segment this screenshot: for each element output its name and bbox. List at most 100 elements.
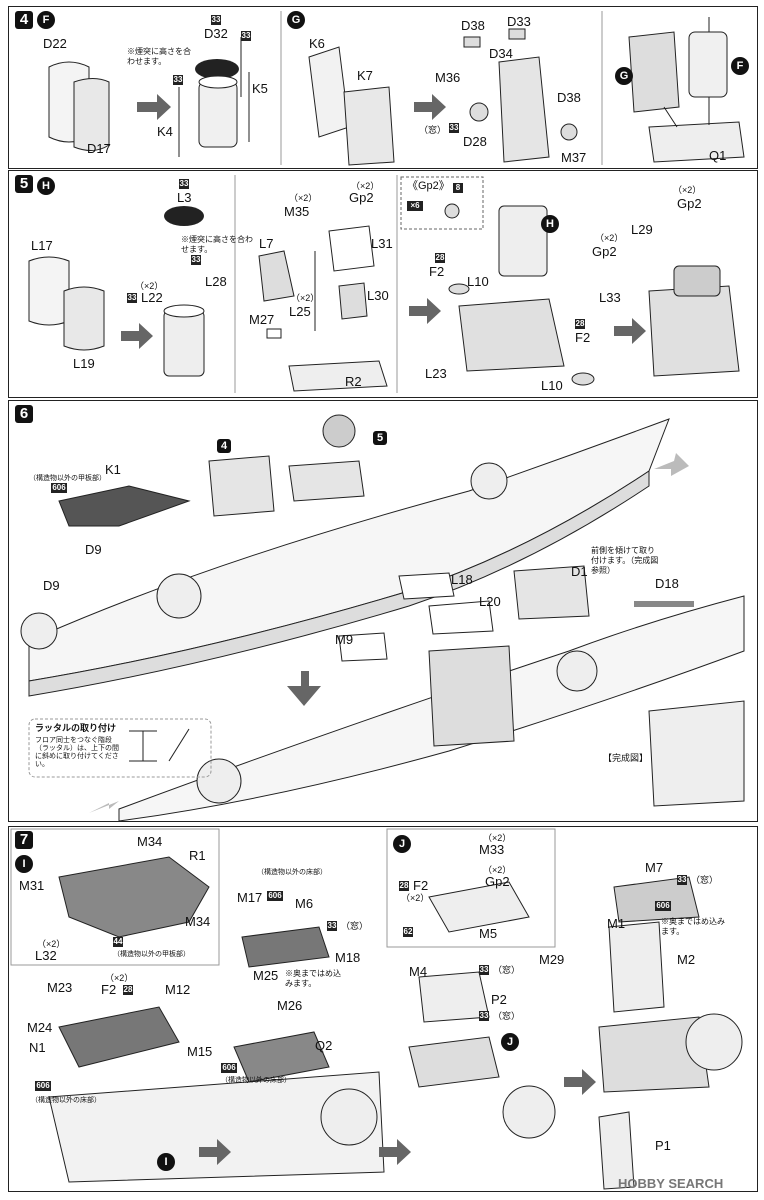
label-m34: M34 (137, 834, 163, 849)
label-q1: Q1 (709, 148, 727, 163)
label-d17: D17 (87, 141, 111, 156)
part-code: 33 (179, 179, 189, 189)
label-f2d: F2 (101, 982, 117, 997)
ladder-title: ラッタルの取り付け (35, 723, 117, 733)
label-m12: M12 (165, 982, 191, 997)
part-code: 606 (51, 483, 67, 493)
label-m18: M18 (335, 950, 361, 965)
label-l32: L32 (35, 948, 57, 963)
label-l30: L30 (367, 288, 389, 303)
label-l10b: L10 (541, 378, 563, 393)
deck-note: （構造物以外の甲板部） (29, 475, 106, 482)
step-number: 4 (15, 11, 33, 29)
label-n1: N1 (29, 1040, 46, 1055)
label-m31: M31 (19, 878, 45, 893)
label-gp2b: Gp2 (677, 196, 702, 211)
label-l7: L7 (259, 236, 274, 251)
completed-label: 【完成図】 (603, 753, 649, 763)
label-d33: D33 (507, 14, 531, 29)
label-l22: L22 (141, 290, 163, 305)
label-d38: D38 (461, 18, 485, 33)
label-d28: D28 (463, 134, 487, 149)
part-code: 606 (267, 891, 283, 901)
label-d38b: D38 (557, 90, 581, 105)
multiplier: （×2） (595, 233, 624, 243)
part-code: 33 (327, 921, 337, 931)
label-m37: M37 (561, 150, 587, 165)
multiplier: （×2） (401, 893, 430, 903)
label-d22: D22 (43, 36, 67, 51)
label-m33: M33 (479, 842, 505, 857)
marker-i: I (15, 855, 33, 873)
label-d1: D1 (571, 564, 588, 579)
label-l23: L23 (425, 366, 447, 381)
label-m4: M4 (409, 964, 428, 979)
step-4-drawings (48, 11, 745, 166)
label-m26: M26 (277, 998, 303, 1013)
label-m36: M36 (435, 70, 461, 85)
gp2-title: 《Gp2》 (407, 180, 450, 192)
label-m25: M25 (253, 968, 279, 983)
label-d9: D9 (85, 542, 102, 557)
label-gp2: Gp2 (349, 190, 374, 205)
part-code: 33 (173, 75, 183, 85)
label-m5: M5 (479, 926, 498, 941)
label-l31: L31 (371, 236, 393, 251)
step-6-drawings (20, 414, 745, 822)
part-code: 8 (453, 183, 463, 193)
step-5-drawings (28, 175, 740, 393)
qty-badge: ×6 (407, 201, 423, 211)
step-7-panel: 7 I M34 R1 M31 M34 （×2） L32 44 （構造物以外の甲板… (8, 826, 758, 1192)
label-m6: M6 (295, 896, 314, 911)
label-q2: Q2 (315, 1038, 333, 1053)
floor-note: （構造物以外の床部） (257, 869, 327, 876)
part-code: 28 (575, 319, 585, 329)
label-f2: F2 (413, 878, 429, 893)
label-l28: L28 (205, 274, 227, 289)
floor-note: （構造物以外の床部） (221, 1077, 291, 1084)
label-l25: L25 (289, 304, 311, 319)
label-m23: M23 (47, 980, 73, 995)
insert-note: ※奥まではめ込みます。 (661, 917, 725, 936)
label-l33: L33 (599, 290, 621, 305)
label-r1: R1 (189, 848, 206, 863)
marker-f: F (37, 11, 55, 29)
part-code: 28 (399, 881, 409, 891)
part-code: 28 (435, 253, 445, 263)
label-m24: M24 (27, 1020, 53, 1035)
floor-note: （構造物以外の床部） (31, 1097, 101, 1104)
label-k7: K7 (357, 68, 373, 83)
label-l3: L3 (177, 190, 192, 205)
label-l19: L19 (73, 356, 95, 371)
marker-j: J (501, 1033, 519, 1051)
label-m35: M35 (284, 204, 310, 219)
multiplier: （×2） (483, 833, 512, 843)
label-l29: L29 (631, 222, 653, 237)
insert-note: ※奥まではめ込みます。 (285, 969, 341, 988)
marker-h: H (541, 215, 559, 233)
step-number: 7 (15, 831, 33, 849)
multiplier: （×2） (105, 973, 134, 983)
step-7-drawings (10, 828, 743, 1190)
label-d18: D18 (655, 576, 679, 591)
window-note: （窓） (691, 875, 719, 885)
label-m9: M9 (335, 632, 354, 647)
multiplier: （×2） (37, 939, 66, 949)
watermark: HOBBY SEARCH (618, 1176, 724, 1191)
label-p1: P1 (655, 1138, 671, 1153)
part-code: 33 (127, 293, 137, 303)
ladder-text: フロア同士をつなぐ階段（ラッタル）は、上下の間に斜めに取り付けてください。 (35, 737, 119, 768)
label-gp2: Gp2 (485, 874, 510, 889)
multiplier: （×2） (673, 185, 702, 195)
label-d32: D32 (204, 26, 228, 41)
part-code: 33 (479, 1011, 489, 1021)
label-gp2c: Gp2 (592, 244, 617, 259)
part-code: 606 (221, 1063, 237, 1073)
part-code: 606 (655, 901, 671, 911)
sub-step-5: 5 (373, 431, 387, 445)
tilt-note: 前側を傾けて取り付けます。（完成図参照） (591, 546, 659, 575)
label-k4: K4 (157, 124, 173, 139)
label-f2: F2 (429, 264, 445, 279)
label-l20: L20 (479, 594, 501, 609)
window-note: （窓） (419, 125, 447, 135)
